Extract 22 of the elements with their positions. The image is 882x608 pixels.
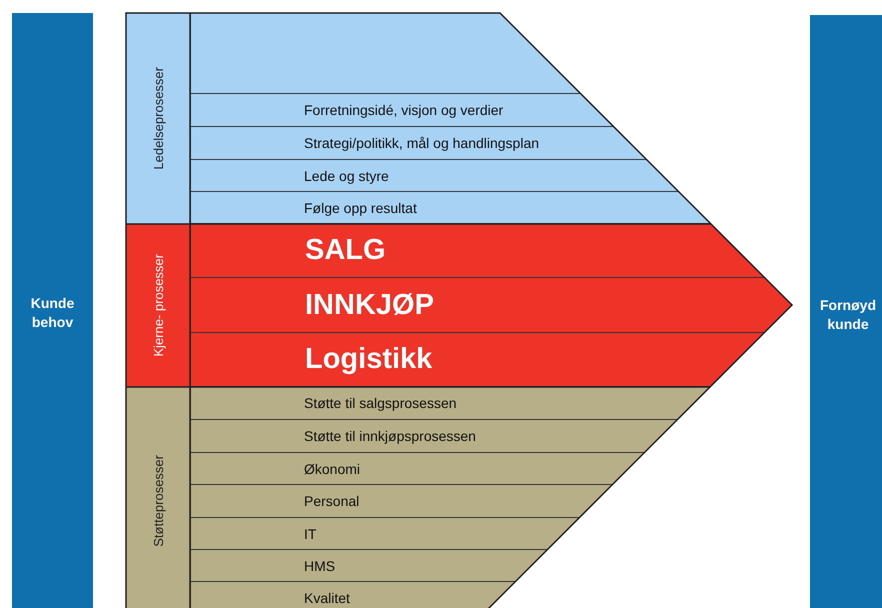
process-row: Følge opp resultat xyxy=(190,192,711,224)
process-row: Lede og styre xyxy=(190,160,679,192)
band-title: Kjerne- prosesser xyxy=(150,254,166,357)
side-bar: Fornøyd kunde xyxy=(810,15,882,608)
process-row: INNKJØP xyxy=(190,278,792,333)
process-row: IT xyxy=(190,518,579,550)
process-band xyxy=(126,13,711,224)
process-row: Personal xyxy=(190,485,612,518)
process-row: Økonomi xyxy=(190,453,644,485)
process-row: Logistikk xyxy=(190,333,764,387)
process-row: HMS xyxy=(190,550,547,582)
process-row: Forretningsidé, visjon og verdier xyxy=(190,94,614,127)
process-band xyxy=(126,387,710,608)
process-row: Kvalitet xyxy=(190,582,515,608)
band-title: Støtteprosesser xyxy=(150,455,166,547)
process-band xyxy=(126,224,792,387)
process-row: SALG xyxy=(190,224,765,278)
process-row: Strategi/politikk, mål og handlingsplan xyxy=(190,127,647,160)
process-row: Støtte til innkjøpsprosessen xyxy=(190,420,677,453)
side-bar: Kunde behov xyxy=(12,13,93,608)
band-title: Ledelseprosesser xyxy=(150,67,166,170)
process-row: Støtte til salgsprosessen xyxy=(190,387,710,420)
